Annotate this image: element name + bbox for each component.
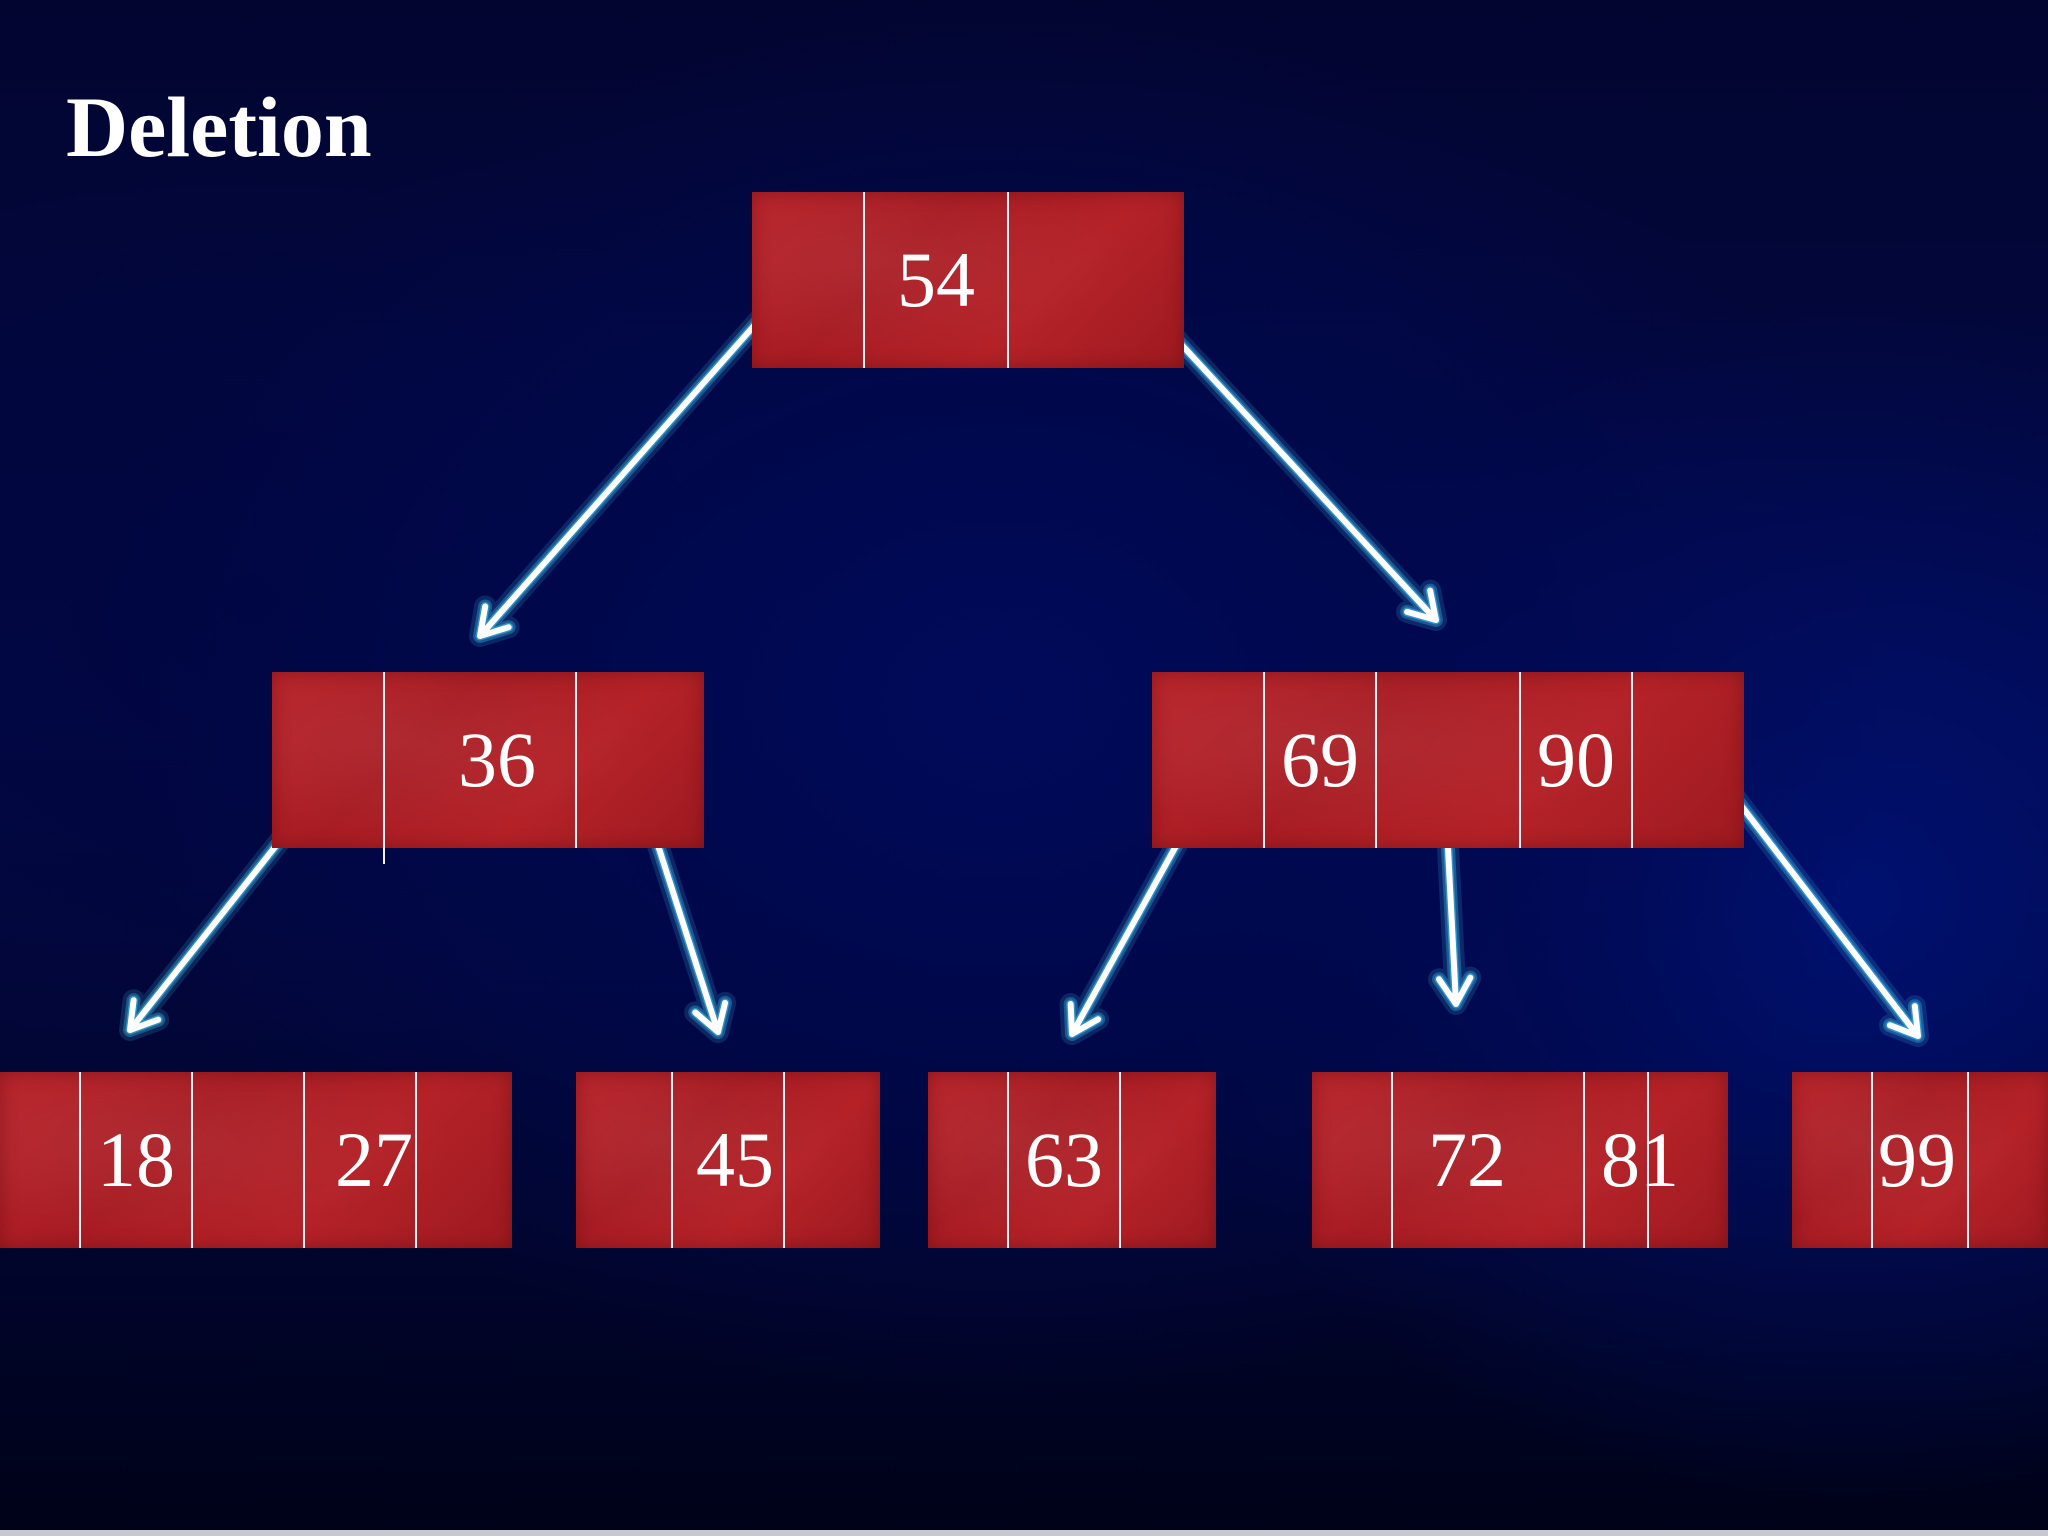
internal-node-69-90: 69 90 <box>1152 672 1744 848</box>
node-key-27: 27 <box>335 1116 413 1203</box>
pointer-divider <box>303 1072 305 1248</box>
pointer-divider <box>1007 1072 1009 1248</box>
pointer-divider <box>1967 1072 1969 1248</box>
pointer-divider <box>1391 1072 1393 1248</box>
node-key-54: 54 <box>897 236 975 323</box>
pointer-divider <box>1119 1072 1121 1248</box>
leaf-node-99: 99 <box>1792 1072 2048 1248</box>
pointer-divider <box>1375 672 1377 848</box>
root-node: 54 <box>752 192 1184 368</box>
leaf-node-63: 63 <box>928 1072 1216 1248</box>
internal-node-36: 36 <box>272 672 704 864</box>
node-key-69: 69 <box>1281 716 1359 803</box>
pointer-divider <box>383 672 385 864</box>
arrow-root-to-36 <box>469 265 809 647</box>
node-key-99: 99 <box>1878 1116 1956 1203</box>
slide-title: Deletion <box>66 79 372 175</box>
pointer-divider <box>191 1072 193 1248</box>
leaf-node-72-81: 72 81 <box>1312 1072 1728 1248</box>
node-key-18: 18 <box>97 1116 175 1203</box>
node-key-45: 45 <box>696 1116 774 1203</box>
pointer-divider <box>415 1072 417 1248</box>
node-key-72: 72 <box>1428 1116 1506 1203</box>
pointer-divider <box>1583 1072 1585 1248</box>
pointer-divider <box>783 1072 785 1248</box>
node-key-63: 63 <box>1025 1116 1103 1203</box>
pointer-divider <box>1263 672 1265 848</box>
node-key-90: 90 <box>1537 716 1615 803</box>
pointer-divider <box>575 672 577 848</box>
pointer-divider <box>79 1072 81 1248</box>
pointer-divider <box>1519 672 1521 848</box>
leaf-node-45: 45 <box>576 1072 880 1248</box>
node-key-36: 36 <box>458 716 536 803</box>
pointer-divider <box>671 1072 673 1248</box>
pointer-divider <box>1007 192 1009 368</box>
pointer-divider <box>863 192 865 368</box>
leaf-node-18-27: 18 27 <box>0 1072 512 1248</box>
pointer-divider <box>1631 672 1633 848</box>
pointer-divider <box>1871 1072 1873 1248</box>
bottom-edge-bar <box>0 1530 2048 1536</box>
pointer-divider <box>1647 1072 1649 1248</box>
node-key-81: 81 <box>1601 1116 1679 1203</box>
